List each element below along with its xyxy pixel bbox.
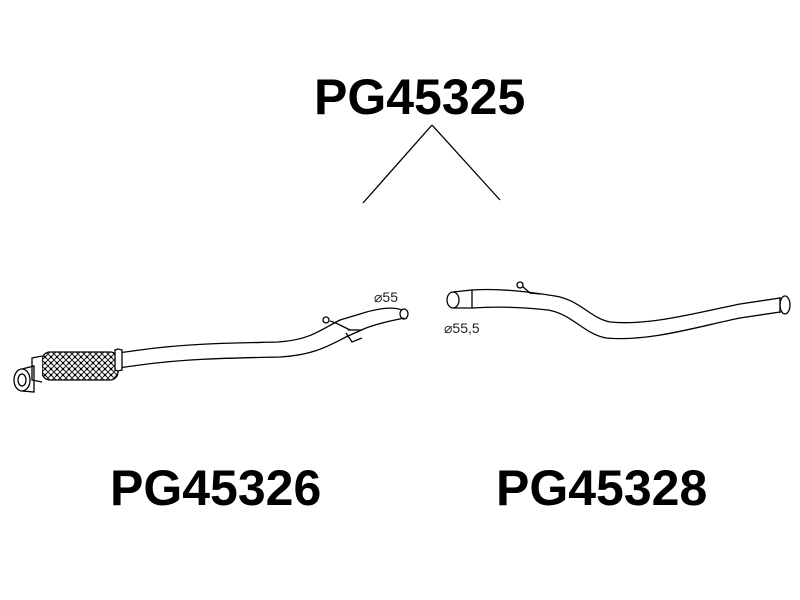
front-pipe-diameter-label: ⌀55	[374, 289, 399, 305]
front-pipe-part-number: PG45326	[110, 460, 322, 516]
front-pipe	[13, 307, 409, 393]
rear-pipe-diameter-label: ⌀55,5	[444, 320, 480, 336]
rear-pipe	[446, 281, 791, 340]
split-lines	[362, 124, 501, 204]
rear-pipe-part-number: PG45328	[496, 460, 708, 516]
flex-section	[41, 351, 119, 381]
assembly-part-number: PG45325	[314, 69, 526, 125]
